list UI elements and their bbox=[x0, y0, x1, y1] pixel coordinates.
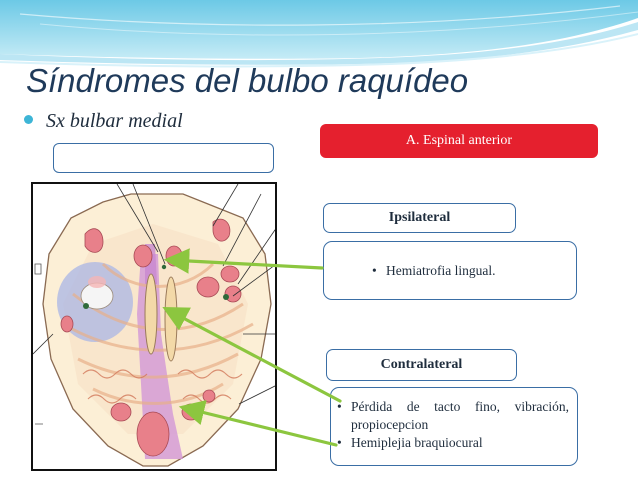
artery-label-box: A. Espinal anterior bbox=[320, 124, 598, 158]
ipsilateral-findings-list: Hemiatrofia lingual. bbox=[324, 262, 495, 280]
bullet-dot-icon bbox=[24, 115, 33, 124]
empty-label-box bbox=[53, 143, 274, 173]
ipsilateral-label: Ipsilateral bbox=[388, 210, 451, 225]
bullet-text: Sx bulbar medial bbox=[46, 110, 183, 132]
green-arrow-icon bbox=[163, 248, 324, 274]
ipsilateral-label-box: Ipsilateral bbox=[323, 203, 516, 233]
ipsilateral-finding: Hemiatrofia lingual. bbox=[372, 262, 495, 280]
green-arrow-icon bbox=[178, 400, 338, 447]
slide-title: Síndromes del bulbo raquídeo bbox=[26, 62, 469, 99]
header-wave bbox=[0, 0, 638, 68]
contralateral-findings-list: Pérdida de tacto fino, vibración, propio… bbox=[337, 398, 569, 452]
ipsilateral-findings-box: Hemiatrofia lingual. bbox=[323, 241, 577, 300]
green-arrow-icon bbox=[162, 307, 342, 403]
contralateral-findings-box: Pérdida de tacto fino, vibración, propio… bbox=[330, 387, 578, 466]
subtitle-bullet: Sx bulbar medial bbox=[24, 110, 183, 133]
contralateral-label: Contralateral bbox=[380, 357, 463, 372]
contralateral-finding: Pérdida de tacto fino, vibración, propio… bbox=[337, 398, 569, 434]
contralateral-finding: Hemiplejia braquiocural bbox=[337, 434, 569, 452]
artery-label: A. Espinal anterior bbox=[405, 133, 513, 148]
contralateral-label-box: Contralateral bbox=[326, 349, 517, 381]
